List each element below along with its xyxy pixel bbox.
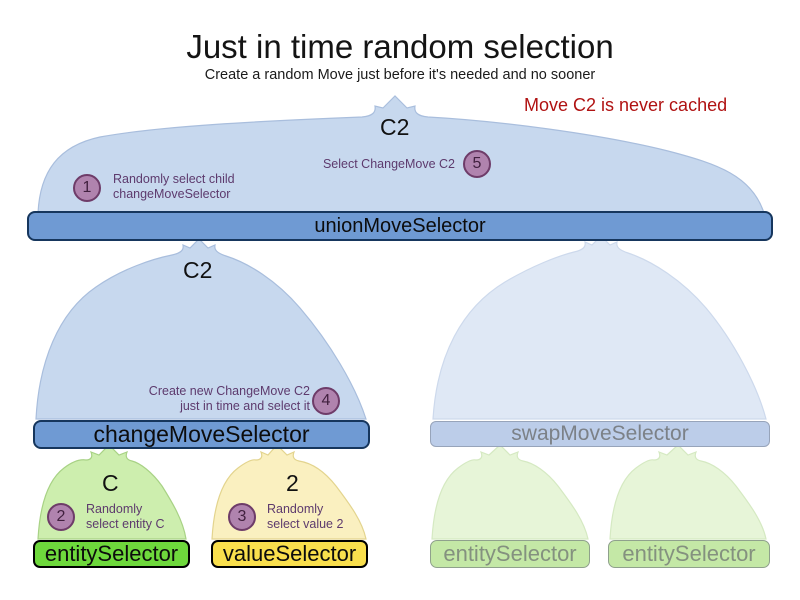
step-2-note-line1: Randomly: [86, 502, 143, 516]
step-3-note: Randomly select value 2: [267, 502, 343, 532]
change-move-selector-bar: changeMoveSelector: [33, 420, 370, 449]
step-5-note: Select ChangeMove C2: [300, 157, 455, 172]
step-2-note-line2: select entity C: [86, 517, 165, 531]
union-move-selector-bar: unionMoveSelector: [27, 211, 773, 241]
step-2-note: Randomly select entity C: [86, 502, 165, 532]
flow-label-c2-top: C2: [380, 114, 410, 140]
step-4-note: Create new ChangeMove C2 just in time an…: [120, 384, 310, 414]
step-3-note-line1: Randomly: [267, 502, 324, 516]
step-3-note-line2: select value 2: [267, 517, 344, 531]
page-subtitle: Create a random Move just before it's ne…: [204, 67, 596, 83]
flow-label-value-2: 2: [286, 470, 299, 496]
entity-selector-faded-left-bar: entitySelector: [430, 540, 590, 568]
union-funnel-shape: [37, 95, 765, 214]
swap-funnel-shape: [432, 235, 767, 420]
flow-label-entity-c: C: [102, 470, 119, 496]
entity-faded-right-funnel-shape: [609, 444, 767, 540]
page-title: Just in time random selection: [186, 28, 614, 65]
step-1-note-line2: changeMoveSelector: [113, 187, 231, 201]
step-1-note-line1: Randomly select child: [113, 172, 235, 186]
entity-selector-faded-right-bar: entitySelector: [608, 540, 770, 568]
value-selector-bar: valueSelector: [211, 540, 368, 568]
entity-faded-left-funnel-shape: [431, 444, 589, 540]
flow-label-c2-child: C2: [183, 257, 213, 283]
step-5-badge: 5: [463, 150, 491, 178]
step-4-note-line2: just in time and select it: [180, 399, 310, 413]
step-4-badge: 4: [312, 387, 340, 415]
entity-selector-bar: entitySelector: [33, 540, 190, 568]
step-1-badge: 1: [73, 174, 101, 202]
step-2-badge: 2: [47, 503, 75, 531]
step-1-note: Randomly select child changeMoveSelector: [113, 172, 235, 202]
swap-move-selector-bar: swapMoveSelector: [430, 421, 770, 447]
step-4-note-line1: Create new ChangeMove C2: [148, 384, 310, 398]
warning-text: Move C2 is never cached: [524, 95, 728, 115]
step-5-note-line1: Select ChangeMove C2: [322, 157, 455, 171]
step-3-badge: 3: [228, 503, 256, 531]
